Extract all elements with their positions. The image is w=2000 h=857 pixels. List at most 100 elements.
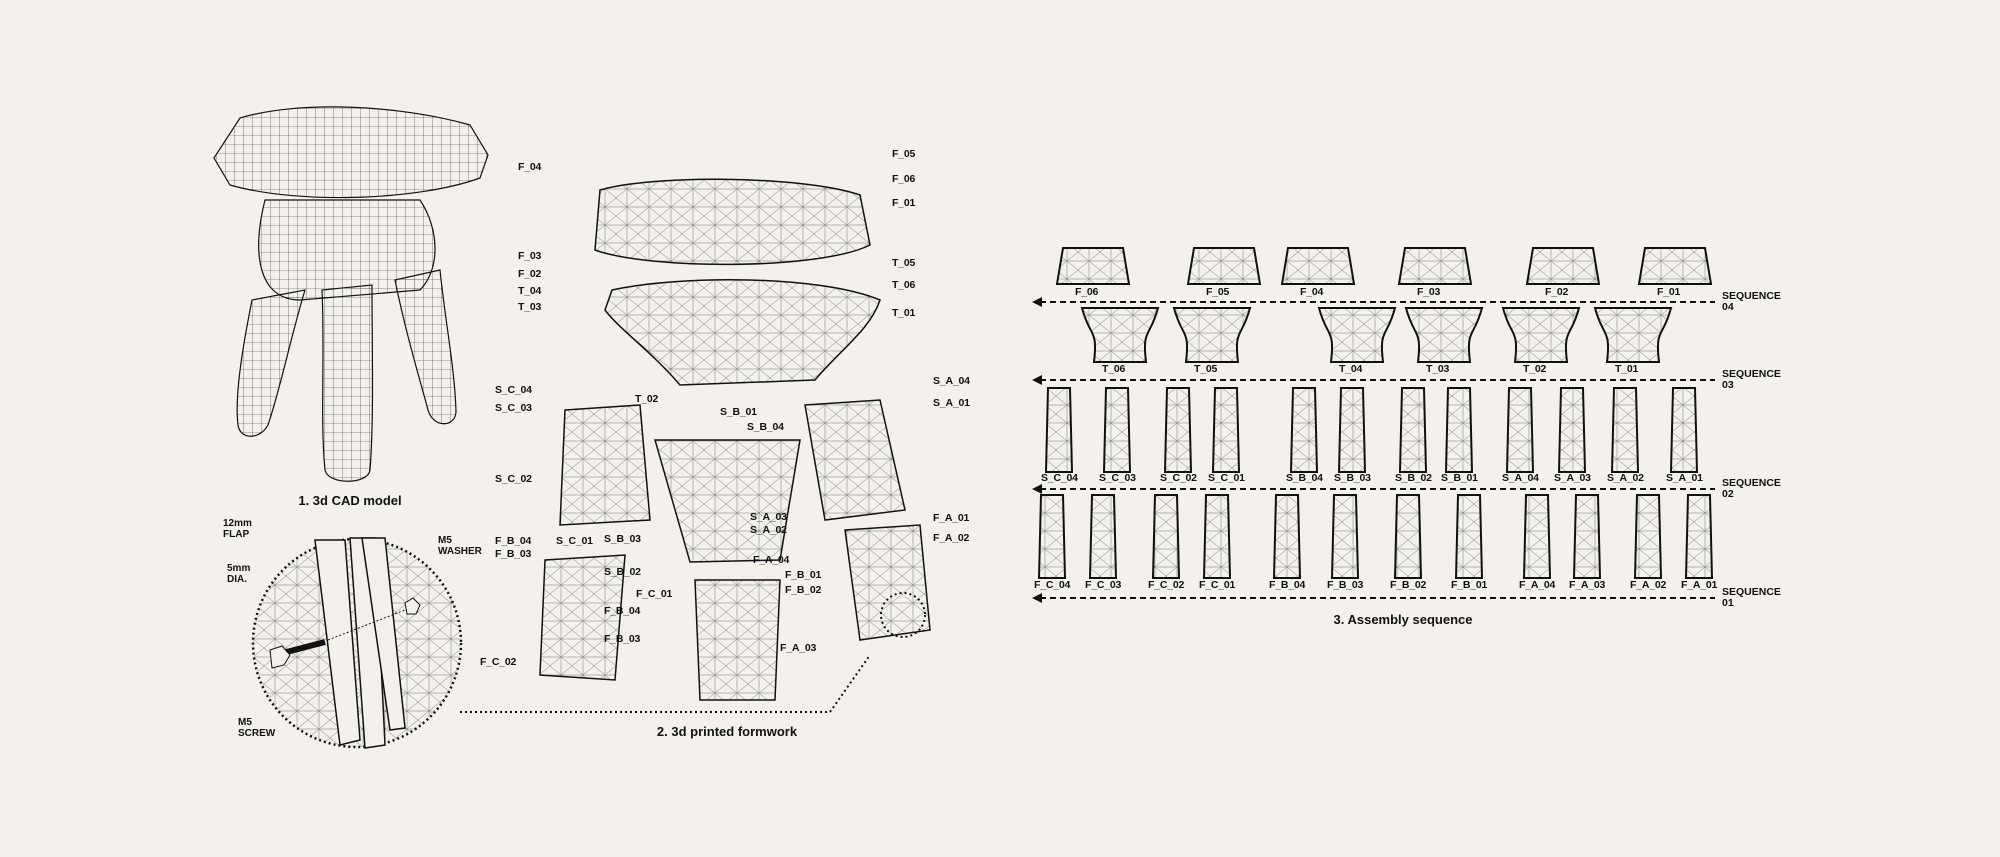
assembly-label-f_b_04: F_B_04 [1269, 579, 1306, 591]
assembly-part-t_03 [1404, 307, 1484, 363]
assembly-label-f_06: F_06 [1075, 286, 1099, 298]
assembly-part-s_b_04 [1289, 387, 1319, 473]
assembly-part-t_05 [1172, 307, 1252, 363]
stool-cad-model [213, 106, 489, 482]
assembly-part-s_b_02 [1398, 387, 1428, 473]
assembly-label-s_c_03: S_C_03 [1099, 472, 1136, 484]
assembly-part-f_01 [1637, 247, 1713, 285]
assembly-label-t_01: T_01 [1615, 363, 1639, 375]
assembly-label-t_05: T_05 [1194, 363, 1218, 375]
formwork-callout-t_06: T_06 [892, 279, 916, 291]
sequence-arrowheads [1032, 297, 1042, 603]
assembly-part-f_b_04 [1272, 494, 1302, 579]
assembly-part-s_a_01 [1669, 387, 1699, 473]
formwork-callout-f_c_02: F_C_02 [480, 656, 517, 668]
washer-text: WASHER [438, 546, 482, 557]
assembly-label-f_a_03: F_A_03 [1569, 579, 1606, 591]
assembly-part-s_a_02 [1610, 387, 1640, 473]
assembly-label-t_04: T_04 [1339, 363, 1363, 375]
formwork-callout-f_b_02: F_B_02 [785, 584, 822, 596]
screw-size: M5 [238, 717, 252, 728]
formwork-callout-f_a_02: F_A_02 [933, 532, 970, 544]
assembly-part-s_b_01 [1444, 387, 1474, 473]
assembly-label-s_a_02: S_A_02 [1607, 472, 1644, 484]
assembly-label-f_02: F_02 [1545, 286, 1569, 298]
formwork-callout-s_a_04: S_A_04 [933, 375, 970, 387]
formwork-callout-f_a_01: F_A_01 [933, 512, 970, 524]
formwork-exploded-view [539, 178, 931, 701]
dia-size: 5mm [227, 563, 251, 574]
assembly-label-f_01: F_01 [1657, 286, 1681, 298]
flap-size: 12mm [223, 518, 252, 529]
caption-cad-model: 1. 3d CAD model [298, 493, 402, 508]
assembly-label-f_c_02: F_C_02 [1148, 579, 1185, 591]
assembly-label-t_03: T_03 [1426, 363, 1450, 375]
caption-formwork: 2. 3d printed formwork [656, 724, 798, 739]
formwork-callout-s_a_02: S_A_02 [750, 524, 787, 536]
formwork-callout-f_b_03: F_B_03 [495, 548, 532, 560]
assembly-label-s_c_01: S_C_01 [1208, 472, 1245, 484]
formwork-s-a [804, 399, 906, 521]
formwork-callout-f_a_04: F_A_04 [753, 554, 790, 566]
formwork-callout-f_b_01: F_B_01 [785, 569, 822, 581]
assembly-part-s_c_04 [1044, 387, 1074, 473]
formwork-callout-s_c_04: S_C_04 [495, 384, 532, 396]
caption-assembly: 3. Assembly sequence [1333, 612, 1473, 627]
formwork-ring-t [604, 279, 881, 386]
sequence-label-1: SEQUENCE 01 [1722, 586, 1781, 609]
formwork-callout-f_03: F_03 [518, 250, 542, 262]
assembly-parts [1037, 247, 1714, 579]
assembly-part-f_a_02 [1633, 494, 1663, 579]
formwork-callout-s_b_04: S_B_04 [747, 421, 784, 433]
assembly-part-s_c_02 [1163, 387, 1193, 473]
assembly-part-f_c_02 [1151, 494, 1181, 579]
dia-text: DIA. [227, 574, 247, 585]
assembly-part-f_05 [1186, 247, 1262, 285]
assembly-part-s_c_03 [1102, 387, 1132, 473]
formwork-callout-s_b_01: S_B_01 [720, 406, 757, 418]
formwork-callout-t_04: T_04 [518, 285, 542, 297]
assembly-part-f_b_02 [1393, 494, 1423, 579]
formwork-callout-f_b_04: F_B_04 [495, 535, 532, 547]
assembly-label-f_a_04: F_A_04 [1519, 579, 1556, 591]
formwork-callout-t_03: T_03 [518, 301, 542, 313]
assembly-label-s_a_01: S_A_01 [1666, 472, 1703, 484]
flap-text: FLAP [223, 529, 250, 540]
assembly-part-f_06 [1055, 247, 1131, 285]
sequence-label-4: SEQUENCE 04 [1722, 290, 1781, 313]
formwork-callout-t_01: T_01 [892, 307, 916, 319]
assembly-label-s_a_03: S_A_03 [1554, 472, 1591, 484]
assembly-part-f_c_01 [1202, 494, 1232, 579]
formwork-callout-f_04: F_04 [518, 161, 542, 173]
assembly-label-f_b_01: F_B_01 [1451, 579, 1488, 591]
assembly-part-f_c_04 [1037, 494, 1067, 579]
formwork-callout-s_b_03: S_B_03 [604, 533, 641, 545]
assembly-label-f_a_01: F_A_01 [1681, 579, 1718, 591]
assembly-label-s_c_04: S_C_04 [1041, 472, 1078, 484]
formwork-callout-f_b_04: F_B_04 [604, 605, 641, 617]
formwork-callout-t_05: T_05 [892, 257, 916, 269]
sequence-label-3: SEQUENCE 03 [1722, 368, 1781, 391]
assembly-label-t_02: T_02 [1523, 363, 1547, 375]
formwork-f-b [694, 579, 781, 701]
sequence-label-2: SEQUENCE 02 [1722, 477, 1781, 500]
assembly-part-s_b_03 [1337, 387, 1367, 473]
assembly-part-s_a_04 [1505, 387, 1535, 473]
assembly-part-f_04 [1280, 247, 1356, 285]
formwork-callout-f_05: F_05 [892, 148, 916, 160]
assembly-label-s_c_02: S_C_02 [1160, 472, 1197, 484]
assembly-label-s_b_04: S_B_04 [1286, 472, 1323, 484]
formwork-s-b [654, 439, 801, 563]
screw-text: SCREW [238, 728, 276, 739]
formwork-callout-s_c_02: S_C_02 [495, 473, 532, 485]
assembly-part-t_01 [1593, 307, 1673, 363]
formwork-callout-f_01: F_01 [892, 197, 916, 209]
assembly-label-s_b_02: S_B_02 [1395, 472, 1432, 484]
assembly-label-f_c_04: F_C_04 [1034, 579, 1071, 591]
formwork-callout-t_02: T_02 [635, 393, 659, 405]
formwork-callout-s_c_01: S_C_01 [556, 535, 593, 547]
